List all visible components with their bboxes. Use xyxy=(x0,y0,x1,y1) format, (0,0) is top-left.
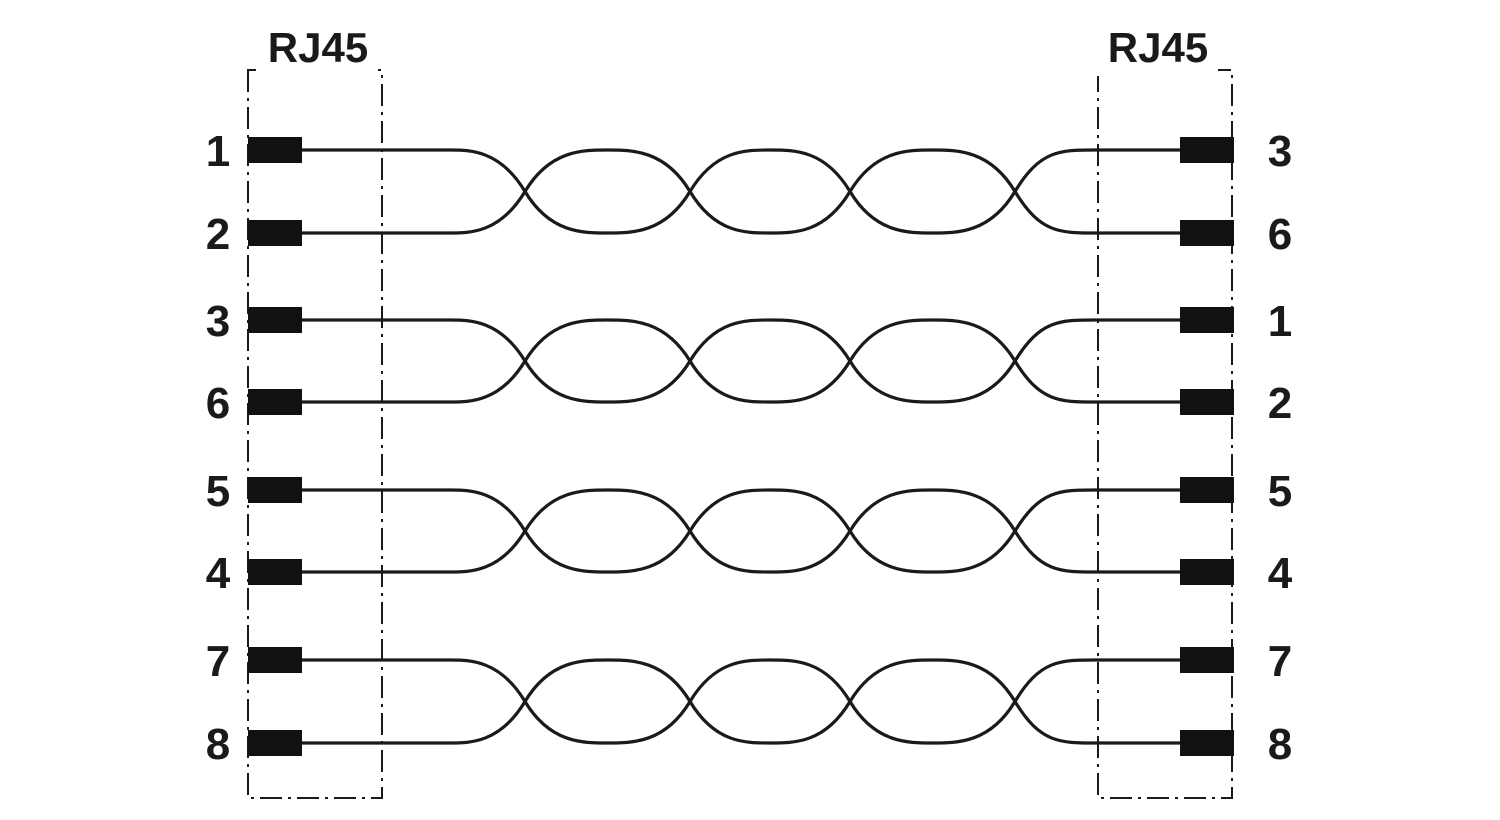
left-pin-number: 8 xyxy=(206,720,230,769)
left-pin-number: 3 xyxy=(206,297,230,346)
left-pin-contact xyxy=(248,220,302,246)
left-pin-number: 4 xyxy=(206,549,231,598)
twisted-pair-wire-a xyxy=(300,658,1182,745)
left-pin-contact xyxy=(248,559,302,585)
left-pin-contact xyxy=(248,730,302,756)
right-pin-number: 4 xyxy=(1268,549,1293,598)
twisted-pair-wires xyxy=(300,148,1182,745)
right-pin-contact xyxy=(1180,477,1234,503)
left-pin-contact xyxy=(248,647,302,673)
right-title-backdrop xyxy=(1096,26,1218,76)
right-pin-number: 2 xyxy=(1268,379,1292,428)
pin-numbers: 1 3 2 6 3 1 6 2 5 5 4 4 7 7 8 8 xyxy=(206,127,1293,769)
right-pin-number: 6 xyxy=(1268,210,1292,259)
twisted-pair-wire-b xyxy=(300,488,1182,574)
right-pin-contact xyxy=(1180,559,1234,585)
left-pin-contact xyxy=(248,389,302,415)
left-pin-contact xyxy=(248,477,302,503)
right-pin-number: 3 xyxy=(1268,127,1292,176)
left-pin-number: 7 xyxy=(206,637,230,686)
twisted-pair-wire-b xyxy=(300,658,1182,745)
right-pin-number: 5 xyxy=(1268,467,1292,516)
twisted-pair-wire-a xyxy=(300,488,1182,574)
right-pin-contact xyxy=(1180,389,1234,415)
twisted-pair-wire-b xyxy=(300,148,1182,235)
left-connector-label: RJ45 xyxy=(268,24,368,71)
left-pin-number: 5 xyxy=(206,467,230,516)
right-pin-number: 7 xyxy=(1268,637,1292,686)
right-pin-contact xyxy=(1180,647,1234,673)
twisted-pair-wire-b xyxy=(300,318,1182,404)
left-pin-number: 1 xyxy=(206,127,230,176)
left-connector-frame xyxy=(247,69,383,799)
left-pin-number: 2 xyxy=(206,210,230,259)
left-pin-contact xyxy=(248,137,302,163)
right-connector-frame xyxy=(1097,69,1233,799)
right-pin-number: 1 xyxy=(1268,297,1292,346)
right-pin-contact xyxy=(1180,137,1234,163)
right-pin-contact xyxy=(1180,307,1234,333)
right-pin-contact xyxy=(1180,730,1234,756)
pin-contacts xyxy=(248,137,1234,756)
left-pin-contact xyxy=(248,307,302,333)
right-pin-contact xyxy=(1180,220,1234,246)
left-pin-number: 6 xyxy=(206,379,230,428)
twisted-pair-wire-a xyxy=(300,318,1182,404)
right-connector-label: RJ45 xyxy=(1108,24,1208,71)
twisted-pair-wire-a xyxy=(300,148,1182,235)
right-pin-number: 8 xyxy=(1268,720,1292,769)
left-title-backdrop xyxy=(256,26,378,76)
